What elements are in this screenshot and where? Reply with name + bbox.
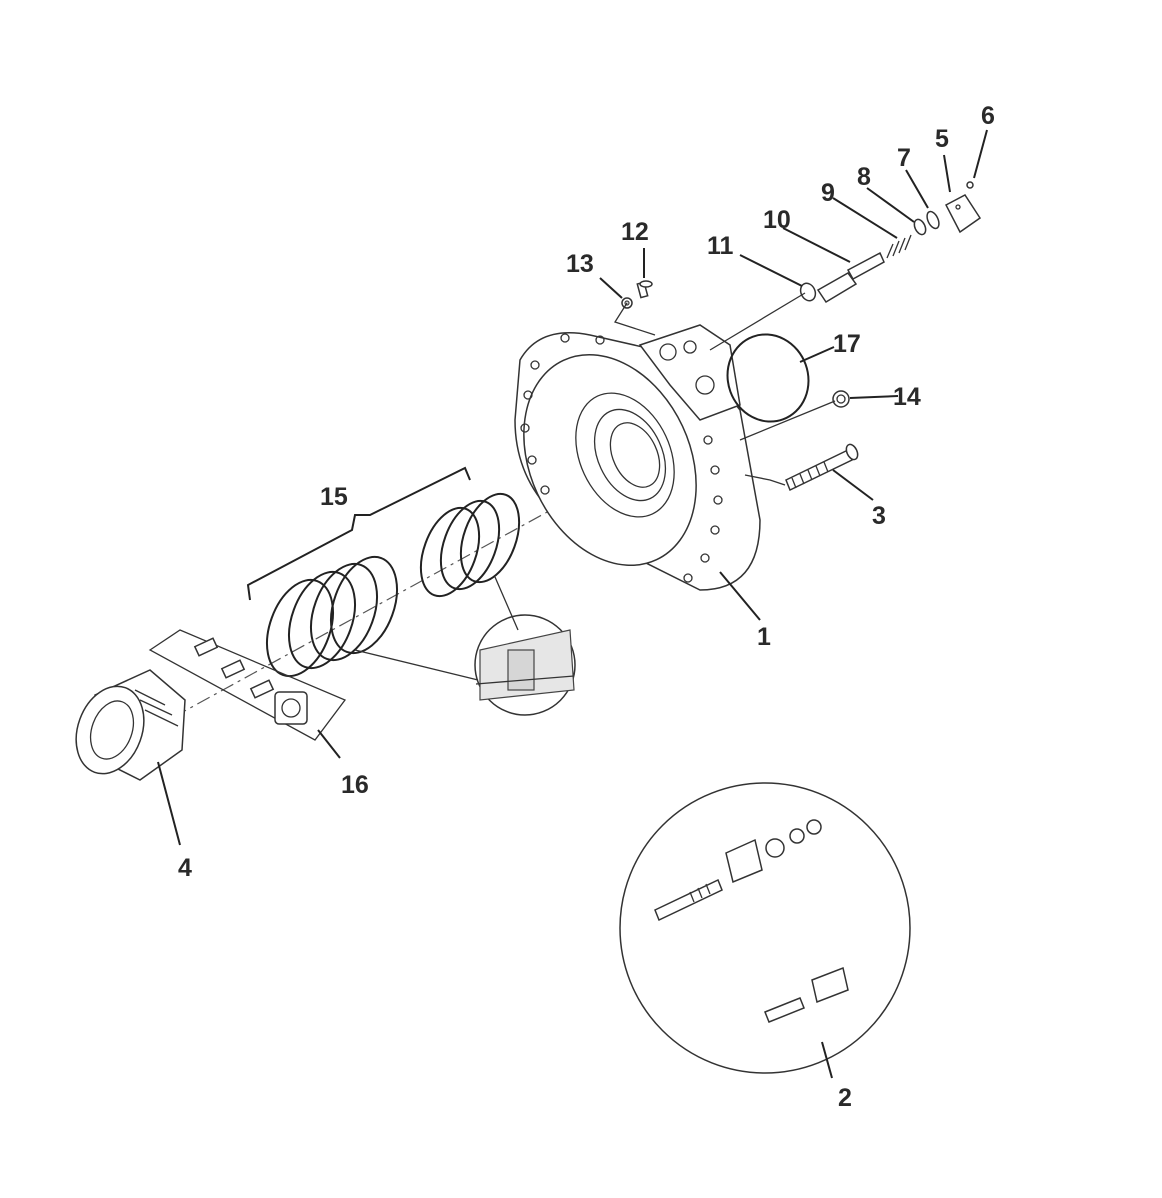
part-1-housing: [514, 324, 761, 591]
callout-1: 1: [757, 623, 771, 651]
part-15-seal-rings-front: [419, 492, 521, 598]
center-axis-line: [149, 504, 561, 731]
part-6-screw: [966, 181, 974, 189]
part-5-cover: [944, 194, 982, 234]
detail-leader-lines: [354, 576, 519, 681]
part-9-spring: [886, 234, 912, 259]
callout-8: 8: [857, 163, 871, 191]
part-12-screw: [636, 280, 653, 299]
part-8-washer: [913, 218, 927, 236]
bolt-holes: [520, 333, 723, 583]
seal-detail-inset: [474, 614, 576, 716]
connector-line-3: [744, 474, 786, 486]
callout-11: 11: [707, 232, 734, 260]
callout-15-bracket: [246, 466, 471, 601]
part-10-valve: [816, 251, 885, 304]
callout-14: 14: [893, 383, 921, 411]
callout-17: 17: [833, 330, 861, 358]
callout-3: 3: [872, 502, 886, 530]
callout-12: 12: [621, 218, 649, 246]
connector-line-14: [739, 400, 836, 441]
callout-4: 4: [178, 854, 192, 882]
callout-9: 9: [821, 179, 835, 207]
part-3-bolt: [785, 443, 859, 492]
part-17-o-ring: [726, 333, 810, 423]
part-16-spring-plate: [148, 629, 347, 741]
part-15-seal-rings-rear: [266, 555, 398, 678]
callout-5: 5: [935, 125, 949, 153]
part-11-seal: [799, 282, 817, 302]
part-7-o-ring: [926, 210, 940, 230]
connector-line-valve: [709, 292, 806, 351]
connector-line-12: [614, 302, 656, 336]
callout-2: 2: [838, 1084, 852, 1112]
part-14-plug: [832, 390, 850, 408]
callout-16: 16: [341, 771, 369, 799]
part-2-kit-inset: [619, 782, 911, 1074]
callout-10: 10: [763, 206, 791, 234]
part-4-piston: [75, 669, 186, 781]
callout-15: 15: [320, 483, 348, 511]
callout-6: 6: [981, 102, 995, 130]
callout-7: 7: [897, 144, 911, 172]
callout-13: 13: [566, 250, 594, 278]
leader-lines: [157, 129, 988, 1079]
